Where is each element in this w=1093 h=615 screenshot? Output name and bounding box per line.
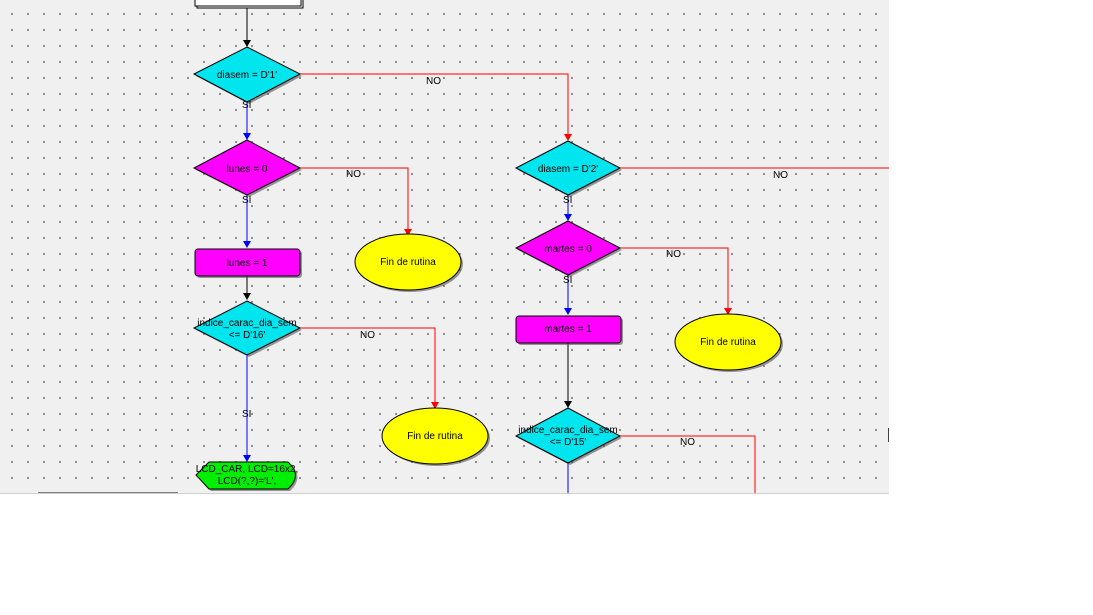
arrowhead [243,241,251,248]
io-lcd-car-line2: LCD(?,?)='L', [218,476,277,487]
decision-diasem-1-text: diasem = D'1' [217,70,277,81]
no-line-lunes [300,167,409,235]
no-line-martes [620,247,729,314]
flowchart-canvas[interactable]: diasem = D'1' lunes = 0 lunes = 1 indice… [0,0,889,493]
no-line-indice16 [300,327,436,408]
decision-martes-0[interactable] [514,220,622,277]
decision-indice-15-line2: <= D'15' [550,437,587,448]
arrowhead [243,133,251,140]
branch-label-si: SI [242,409,251,420]
decision-diasem-1[interactable] [192,46,302,104]
arrowhead [243,455,251,462]
terminal-fin-1[interactable] [354,233,463,292]
decision-diasem-2[interactable] [514,140,622,197]
process-martes-1[interactable] [515,315,623,345]
terminal-fin-2-text: Fin de rutina [407,431,463,442]
branch-label-si: SI [242,195,251,206]
io-lcd-car-line1: LCD_CAR, LCD=16x2, [196,464,299,475]
canvas-scrollbar-edge [38,492,178,493]
decision-indice-15-line1: indice_carac_dia_sem [518,425,618,436]
branch-label-no: NO [360,330,375,341]
canvas-edge-mark [888,428,889,442]
decision-indice-16[interactable] [192,300,302,357]
branch-label-no: NO [346,169,361,180]
arrowhead [243,293,251,300]
flowchart-diagram: diasem = D'1' lunes = 0 lunes = 1 indice… [192,0,889,493]
arrowhead [564,214,572,221]
terminal-fin-3-text: Fin de rutina [700,337,756,348]
arrowhead [243,40,251,47]
connectors [246,8,889,493]
branch-label-no: NO [426,76,441,87]
branch-label-no: NO [773,170,788,181]
decision-martes-0-text: martes = 0 [544,244,592,255]
arrowheads [243,40,732,462]
terminal-fin-3[interactable] [674,313,783,372]
decision-indice-16-line1: indice_carac_dia_sem [197,318,297,329]
arrowhead [404,229,412,236]
decision-indice-15[interactable] [514,407,622,465]
process-lunes-1-text: lunes = 1 [227,258,268,269]
process-lunes-1[interactable] [194,248,302,278]
canvas-border [0,493,889,494]
branch-label-no: NO [680,437,695,448]
arrowhead [564,401,572,408]
top-process-box[interactable] [194,0,304,9]
process-martes-1-text: martes = 1 [544,324,592,335]
arrowhead [724,308,732,315]
arrowhead [564,134,572,141]
arrowhead [431,402,439,409]
no-line-indice15 [620,435,756,493]
branch-label-no: NO [666,249,681,260]
no-line-diasem1 [300,73,569,140]
decision-diasem-2-text: diasem = D'2' [538,164,598,175]
arrowhead [564,308,572,315]
terminal-fin-2[interactable] [381,407,490,466]
decision-lunes-0[interactable] [192,139,302,197]
decision-lunes-0-text: lunes = 0 [227,164,268,175]
io-lcd-car[interactable] [195,461,298,491]
branch-label-si: SI [242,100,251,111]
branch-label-si: SI [563,195,572,206]
terminal-fin-1-text: Fin de rutina [380,257,436,268]
decision-indice-16-line2: <= D'16' [229,330,266,341]
branch-label-si: SI [563,275,572,286]
